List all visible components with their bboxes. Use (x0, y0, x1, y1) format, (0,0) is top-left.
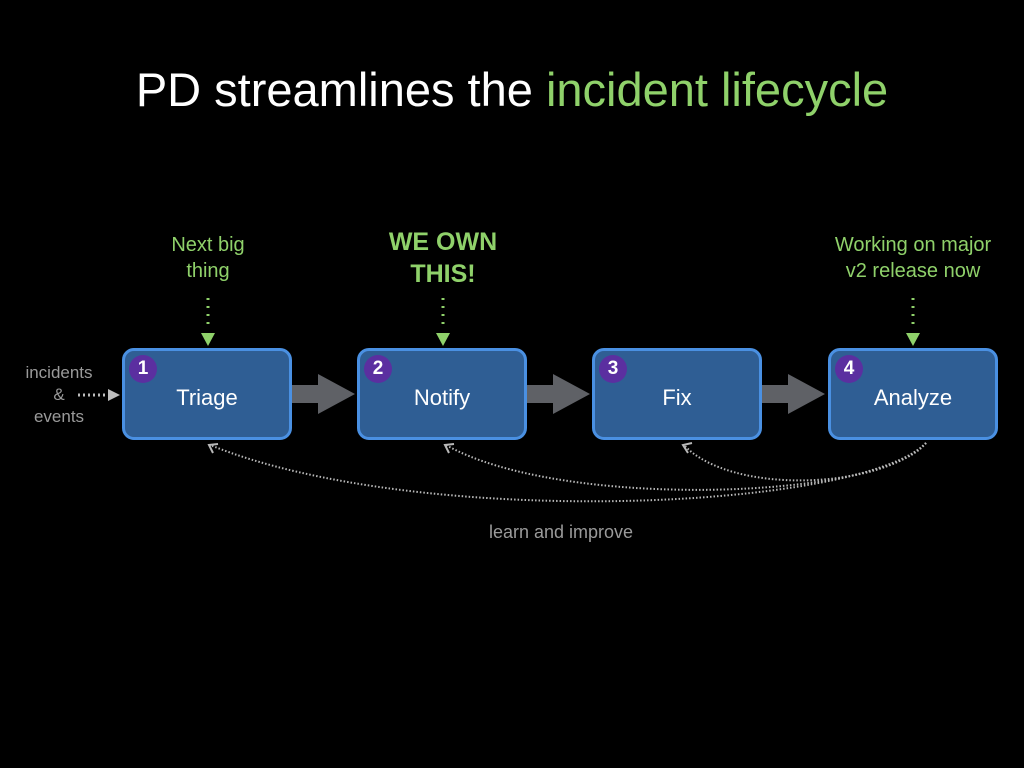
flow-arrow-3-4 (762, 374, 825, 414)
flow-arrow-2-3 (527, 374, 590, 414)
step-label: Notify (413, 385, 471, 410)
step-number-badge: 3 (599, 355, 627, 383)
annotation-analyze: Working on major v2 release now (808, 232, 1018, 284)
title-prefix: PD streamlines the (135, 63, 546, 116)
input-label: incidents & events (14, 362, 104, 428)
feedback-curve-to-fix (683, 442, 927, 482)
feedback-head-notify (443, 443, 455, 454)
step-notify: 2 Notify (357, 348, 527, 440)
flow-arrow-1-2 (292, 374, 355, 414)
title-accent: incident lifecycle (545, 63, 889, 116)
step-triage: 1 Triage (122, 348, 292, 440)
pointer-analyze-head (906, 333, 920, 346)
annotation-notify: WE OWN THIS! (353, 226, 533, 290)
step-number-badge: 2 (364, 355, 392, 383)
annotation-notify-line1: WE OWN (388, 228, 498, 256)
annotation-analyze-line2: v2 release now (845, 260, 981, 282)
pointer-triage-head (201, 333, 215, 346)
input-arrowhead (108, 389, 120, 401)
step-number-badge: 4 (835, 355, 863, 383)
feedback-head-triage (207, 443, 219, 454)
step-label: Analyze (873, 385, 953, 410)
annotation-notify-line2: THIS! (410, 260, 476, 288)
annotation-triage: Next big thing (138, 232, 278, 284)
step-fix: 3 Fix (592, 348, 762, 440)
input-label-line3: events (33, 407, 85, 426)
annotation-triage-line2: thing (186, 260, 230, 282)
pointer-notify-head (436, 333, 450, 346)
feedback-curve-to-triage (209, 442, 927, 503)
annotation-analyze-line1: Working on major (834, 234, 992, 256)
step-analyze: 4 Analyze (828, 348, 998, 440)
input-label-line1: incidents (25, 363, 93, 382)
step-number-badge: 1 (129, 355, 157, 383)
annotation-triage-line1: Next big (171, 234, 245, 256)
feedback-label: learn and improve (488, 522, 634, 542)
step-label: Fix (662, 385, 692, 410)
input-label-line2: & (53, 385, 65, 404)
slide-title: PD streamlines the incident lifecycle (0, 62, 1024, 117)
step-label: Triage (176, 385, 238, 410)
feedback-head-fix (681, 442, 693, 454)
